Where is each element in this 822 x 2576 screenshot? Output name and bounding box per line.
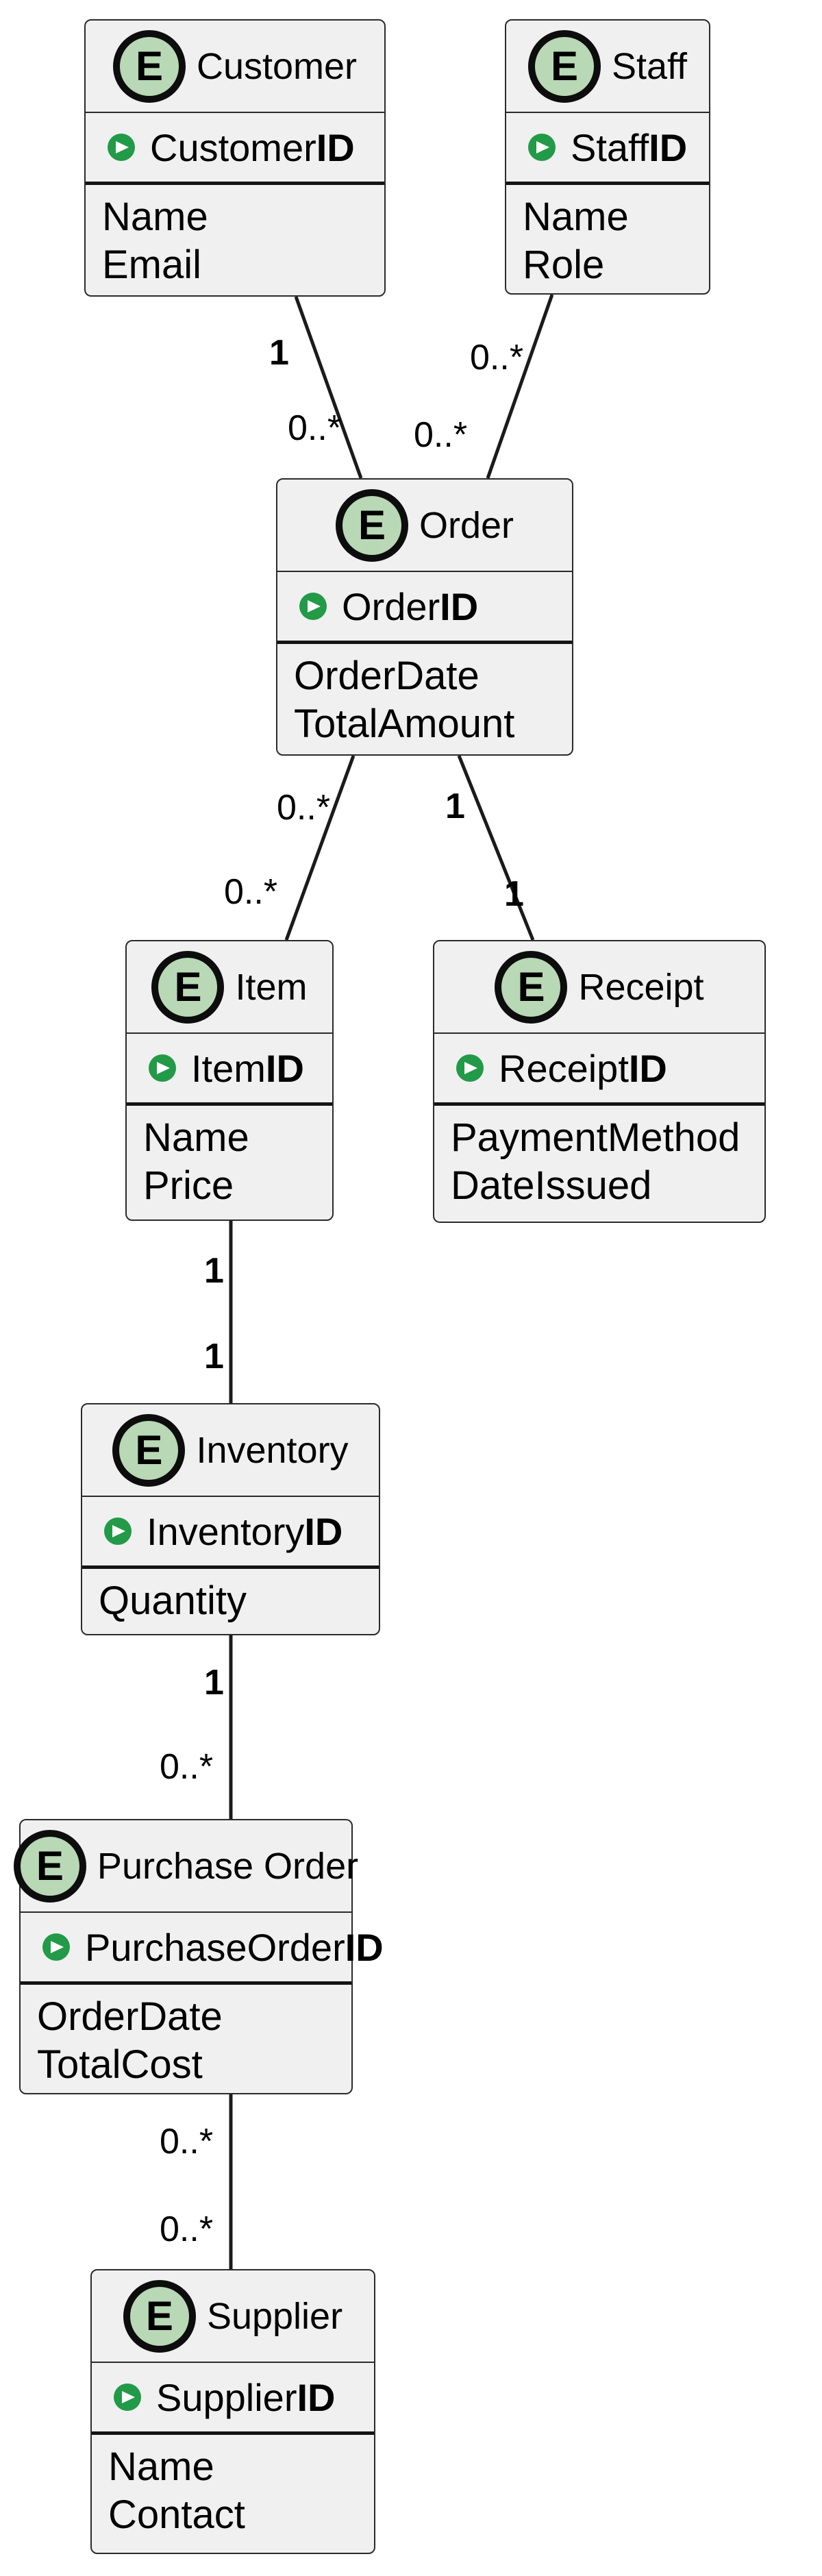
- entity-header: E Order: [277, 480, 572, 572]
- entity-attribute: Role: [523, 243, 605, 287]
- primary-key-icon: [299, 593, 327, 620]
- entity-attribute: Email: [102, 243, 202, 287]
- entity-title: Inventory: [196, 1429, 349, 1471]
- multiplicity-receipt-end: 1: [504, 874, 524, 914]
- multiplicity-po-end-supplier: 0..*: [160, 2122, 214, 2162]
- multiplicity-item-end: 0..*: [224, 872, 278, 912]
- entity-attribute: Price: [143, 1163, 234, 1208]
- primary-key-icon: [42, 1933, 70, 1961]
- primary-key-icon: [528, 134, 556, 161]
- entity-header: E Purchase Order: [13, 1820, 358, 1913]
- entity-key: PurchaseOrderID: [85, 1925, 384, 1969]
- line-order-item: [284, 755, 356, 941]
- entity-key: ItemID: [191, 1046, 304, 1090]
- entity-key: OrderID: [342, 584, 479, 628]
- entity-icon: E: [151, 950, 225, 1024]
- entity-title: Receipt: [578, 966, 704, 1008]
- entity-attribute: DateIssued: [451, 1163, 652, 1208]
- multiplicity-inventory-end-item: 1: [204, 1337, 224, 1376]
- entity-key: ReceiptID: [499, 1046, 667, 1090]
- entity-title: Item: [235, 966, 308, 1008]
- entity-key-row: OrderID: [277, 572, 572, 644]
- multiplicity-staff-end: 0..*: [470, 338, 524, 377]
- entity-attributes: OrderDate TotalAmount: [277, 644, 572, 748]
- multiplicity-inventory-end-po: 1: [204, 1663, 224, 1702]
- entity-key-row: ReceiptID: [434, 1034, 764, 1106]
- entity-purchase-order[interactable]: E Purchase Order PurchaseOrderID OrderDa…: [13, 1819, 384, 2094]
- entity-attribute: OrderDate: [37, 1994, 223, 2039]
- line-staff-order: [486, 294, 554, 479]
- entity-attributes: PaymentMethod DateIssued: [434, 1106, 764, 1210]
- entity-attribute: Name: [143, 1115, 249, 1160]
- entity-attributes: Name Role: [506, 185, 709, 289]
- line-customer-order: [294, 296, 363, 479]
- entity-key-row: SupplierID: [92, 2363, 374, 2435]
- multiplicity-item-end-inventory: 1: [204, 1251, 224, 1291]
- entity-customer[interactable]: E Customer CustomerID Name Email: [84, 19, 386, 297]
- entity-icon: E: [13, 1829, 86, 1903]
- entity-key-row: InventoryID: [82, 1497, 379, 1569]
- entity-attributes: Quantity: [82, 1569, 379, 1625]
- entity-attribute: Name: [523, 195, 629, 239]
- entity-attribute: Name: [102, 195, 208, 239]
- entity-icon: E: [527, 29, 601, 103]
- entity-title: Customer: [196, 45, 358, 87]
- entity-header: E Receipt: [434, 941, 764, 1034]
- entity-order[interactable]: E Order OrderID OrderDate TotalAmount: [276, 478, 573, 756]
- entity-icon: E: [495, 950, 568, 1024]
- entity-attribute: TotalCost: [37, 2042, 203, 2087]
- entity-key: StaffID: [571, 125, 688, 169]
- entity-header: E Inventory: [82, 1404, 379, 1497]
- entity-attribute: Contact: [108, 2492, 245, 2537]
- multiplicity-order-end-staff: 0..*: [414, 415, 468, 455]
- entity-key: InventoryID: [147, 1509, 343, 1553]
- entity-title: Order: [419, 504, 514, 546]
- primary-key-icon: [114, 2383, 141, 2411]
- multiplicity-order-end-receipt: 1: [445, 787, 465, 826]
- entity-header: E Customer: [86, 21, 384, 113]
- entity-attribute: Name: [108, 2444, 214, 2489]
- entity-key-row: CustomerID: [86, 113, 384, 185]
- entity-attributes: Name Contact: [92, 2435, 374, 2539]
- primary-key-icon: [149, 1054, 176, 1082]
- primary-key-icon: [108, 134, 135, 161]
- entity-attributes: Name Price: [127, 1106, 332, 1210]
- entity-staff[interactable]: E Staff StaffID Name Role: [505, 19, 710, 295]
- entity-supplier[interactable]: E Supplier SupplierID Name Contact: [90, 2269, 375, 2554]
- entity-header: E Supplier: [92, 2270, 374, 2363]
- multiplicity-customer-end: 1: [269, 333, 289, 373]
- entity-attribute: Quantity: [99, 1578, 247, 1623]
- multiplicity-po-end-inventory: 0..*: [160, 1747, 214, 1787]
- entity-icon: E: [112, 29, 186, 103]
- entity-inventory[interactable]: E Inventory InventoryID Quantity: [81, 1403, 380, 1635]
- entity-item[interactable]: E Item ItemID Name Price: [125, 940, 334, 1221]
- entity-attribute: TotalAmount: [294, 702, 515, 746]
- primary-key-icon: [104, 1518, 132, 1545]
- entity-attributes: Name Email: [86, 185, 384, 289]
- entity-key-row: PurchaseOrderID: [21, 1913, 384, 1985]
- entity-key-row: ItemID: [127, 1034, 332, 1106]
- multiplicity-order-end-item: 0..*: [277, 788, 331, 828]
- entity-header: E Staff: [506, 21, 709, 113]
- multiplicity-supplier-end: 0..*: [160, 2209, 214, 2249]
- primary-key-icon: [456, 1054, 484, 1082]
- entity-key: CustomerID: [150, 125, 355, 169]
- entity-attribute: OrderDate: [294, 654, 480, 698]
- entity-attributes: OrderDate TotalCost: [21, 1985, 351, 2089]
- entity-header: E Item: [127, 941, 332, 1034]
- line-order-receipt: [457, 755, 535, 941]
- entity-icon: E: [123, 2279, 196, 2353]
- entity-title: Purchase Order: [97, 1845, 359, 1887]
- entity-title: Staff: [611, 45, 688, 87]
- entity-key-row: StaffID: [506, 113, 709, 185]
- entity-key: SupplierID: [156, 2375, 336, 2419]
- entity-attribute: PaymentMethod: [451, 1115, 740, 1160]
- entity-icon: E: [335, 488, 408, 562]
- entity-icon: E: [112, 1413, 186, 1487]
- multiplicity-order-end-customer: 0..*: [288, 408, 342, 448]
- entity-receipt[interactable]: E Receipt ReceiptID PaymentMethod DateIs…: [433, 940, 766, 1223]
- entity-title: Supplier: [206, 2295, 343, 2337]
